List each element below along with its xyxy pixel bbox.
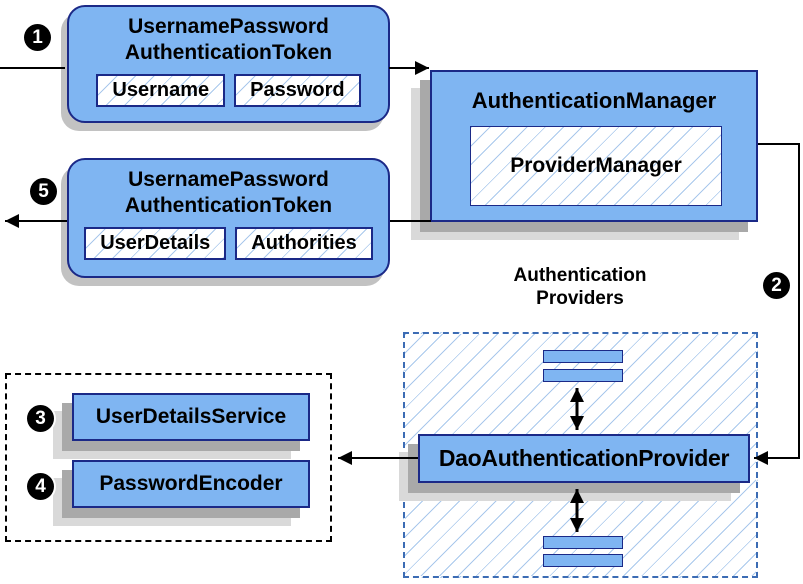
- password-field-box: Password: [234, 74, 361, 107]
- manager-to-provider-arrow: [754, 143, 800, 465]
- user-details-service-box: UserDetailsService: [72, 393, 310, 441]
- username-field-box: Username: [96, 74, 226, 107]
- authentication-manager-title: AuthenticationManager: [471, 88, 717, 113]
- provider-bar: [543, 536, 623, 549]
- token-request-title-line2: AuthenticationToken: [124, 41, 333, 64]
- authorities-field-box: Authorities: [235, 227, 373, 260]
- services-container: [5, 373, 332, 542]
- userdetails-field-box: UserDetails: [84, 227, 227, 260]
- step-1-badge: 1: [24, 24, 51, 51]
- provider-manager-box: ProviderManager: [470, 126, 722, 206]
- token-response-title-line2: AuthenticationToken: [124, 194, 333, 217]
- username-password-token-request: UsernamePassword AuthenticationToken Use…: [67, 5, 390, 123]
- token-request-title-line1: UsernamePassword: [128, 15, 329, 38]
- token-response-title: UsernamePassword AuthenticationToken: [69, 167, 388, 219]
- step-3-badge: 3: [27, 405, 54, 432]
- provider-bar: [543, 369, 623, 382]
- token-response-fields: UserDetails Authorities: [69, 227, 388, 260]
- authentication-manager-box: AuthenticationManager ProviderManager: [430, 70, 758, 222]
- step-4-badge: 4: [27, 473, 54, 500]
- step-5-badge: 5: [30, 178, 57, 205]
- dao-authentication-provider-box: DaoAuthenticationProvider: [418, 434, 750, 483]
- providers-heading-line1: Authentication: [513, 265, 647, 286]
- token-response-title-line1: UsernamePassword: [128, 168, 329, 191]
- username-password-token-response: UsernamePassword AuthenticationToken Use…: [67, 158, 390, 278]
- authentication-providers-heading: Authentication Providers: [480, 264, 680, 310]
- password-encoder-box: PasswordEncoder: [72, 460, 310, 508]
- step-2-badge: 2: [763, 272, 790, 299]
- provider-bar: [543, 350, 623, 363]
- token-request-title: UsernamePassword AuthenticationToken: [69, 14, 388, 66]
- token-request-fields: Username Password: [69, 74, 388, 107]
- providers-heading-line2: Providers: [536, 288, 624, 309]
- provider-bar: [543, 554, 623, 567]
